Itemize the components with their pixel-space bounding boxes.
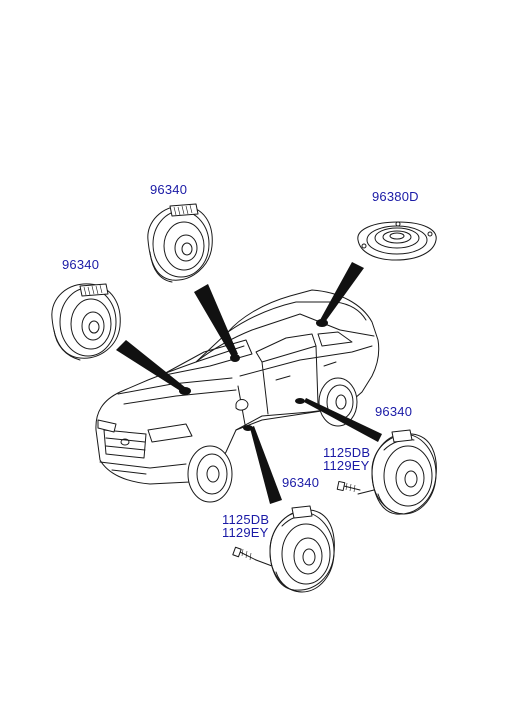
leader-wedges (116, 262, 382, 504)
callout-front-door-screw-a: 1125DB (222, 512, 270, 527)
speaker-front-tweeter-top (147, 203, 213, 283)
callout-rear-door-screw-a: 1125DB (323, 445, 371, 460)
callout-front-tweeter-top: 96340 (150, 182, 188, 197)
leader-front-door (250, 426, 282, 504)
callout-front-tweeter-left: 96340 (62, 257, 100, 272)
callout-rear-door-speaker: 96340 (375, 404, 413, 419)
callout-front-door-speaker: 96340 (282, 475, 320, 490)
leader-rear-shelf (320, 262, 364, 322)
leader-front-tweeter-left (116, 340, 186, 392)
callout-front-door-screw-b: 1129EY (222, 525, 269, 540)
screw-front-door (232, 546, 257, 561)
car-spot-rear-door (295, 398, 305, 404)
callout-rear-door-screw-b: 1129EY (323, 458, 370, 473)
screw-rear-door (336, 480, 361, 493)
leader-rear-door (304, 398, 382, 442)
speaker-front-tweeter-left (51, 283, 121, 361)
speaker-front-door (255, 505, 335, 593)
callout-rear-shelf-speaker: 96380D (372, 189, 419, 204)
speaker-rear-shelf (357, 221, 437, 261)
speaker-rear-door (357, 429, 437, 515)
leader-front-tweeter-top (194, 284, 238, 357)
